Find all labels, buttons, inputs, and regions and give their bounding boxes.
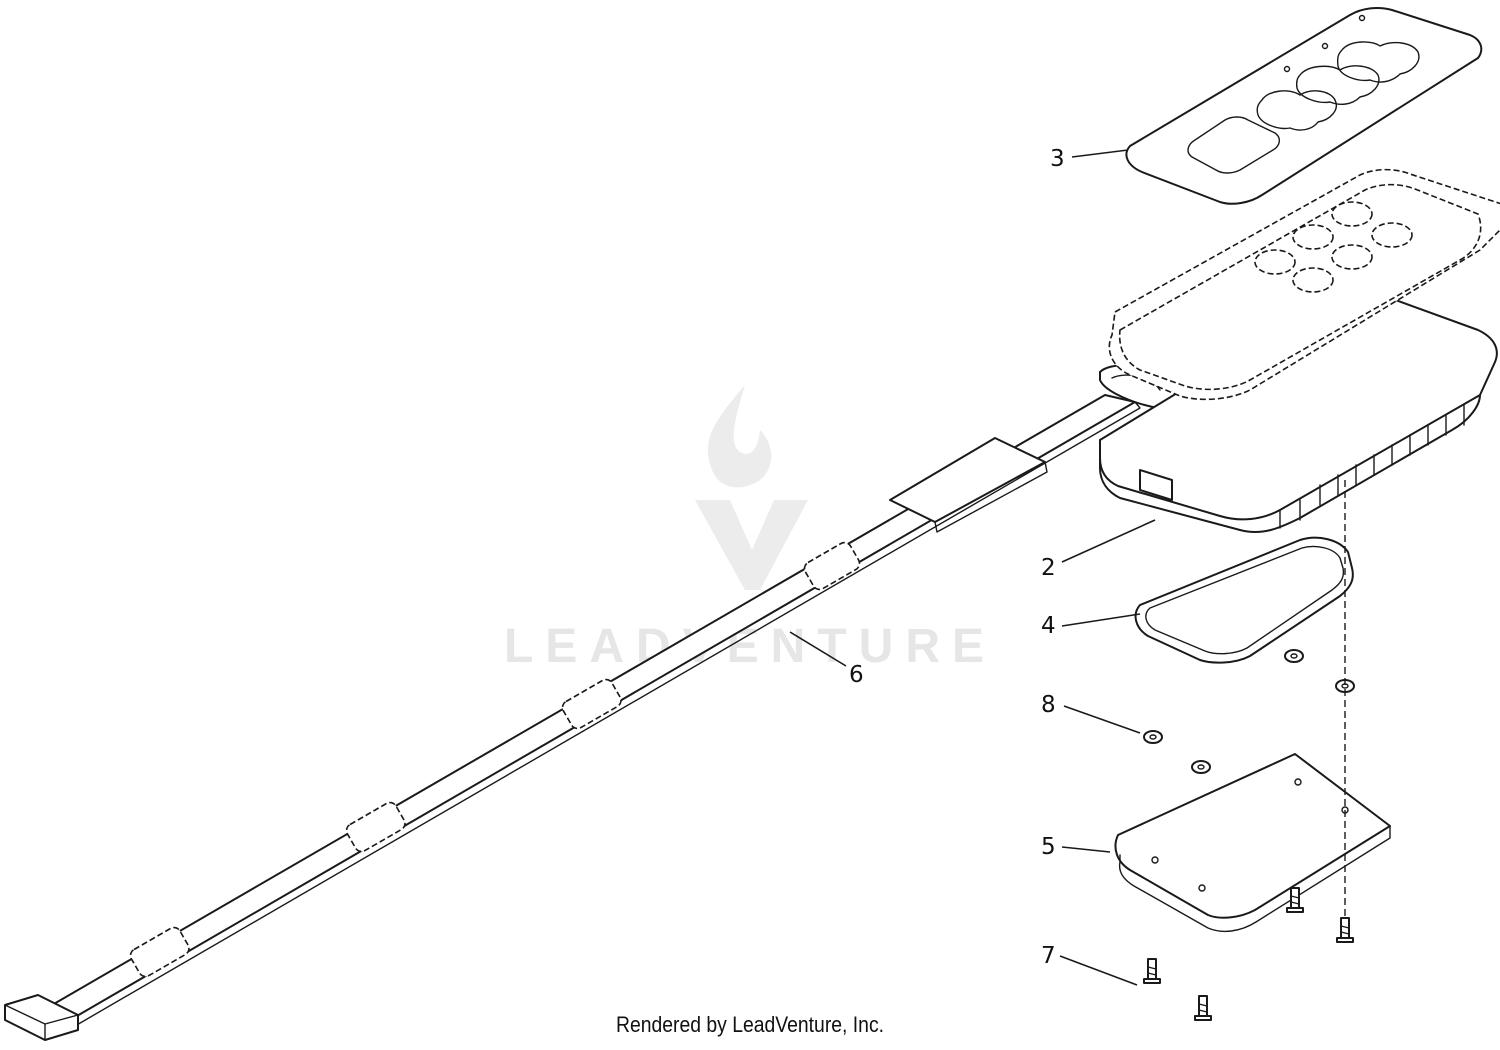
leader-lines [789,149,1156,986]
remote-body-ghost [1108,168,1500,401]
part-4-gasket [1134,536,1354,664]
part-5-bottom-plate [1114,753,1391,933]
callout-5: 5 [1041,834,1056,860]
part-2-housing [1099,291,1498,534]
callout-labels: 3 2 4 6 8 5 7 [849,146,1065,969]
callout-2: 2 [1041,555,1056,581]
callout-8: 8 [1041,692,1056,718]
part-6-strap [4,364,1176,1041]
v-logo-icon [695,500,808,590]
footer-rendered-by: Rendered by LeadVenture, Inc. [615,1012,885,1037]
callout-6: 6 [849,662,864,688]
part-8-washers [1143,649,1355,774]
flame-logo-icon [707,385,772,488]
leadventure-watermark: LEADVENTURE [504,385,996,673]
watermark-text: LEADVENTURE [504,620,996,673]
callout-4: 4 [1041,613,1056,639]
part-7-screws [1143,887,1354,1021]
part-3-overlay-plate [1125,6,1483,205]
callout-3: 3 [1050,146,1065,172]
callout-7: 7 [1041,943,1056,969]
